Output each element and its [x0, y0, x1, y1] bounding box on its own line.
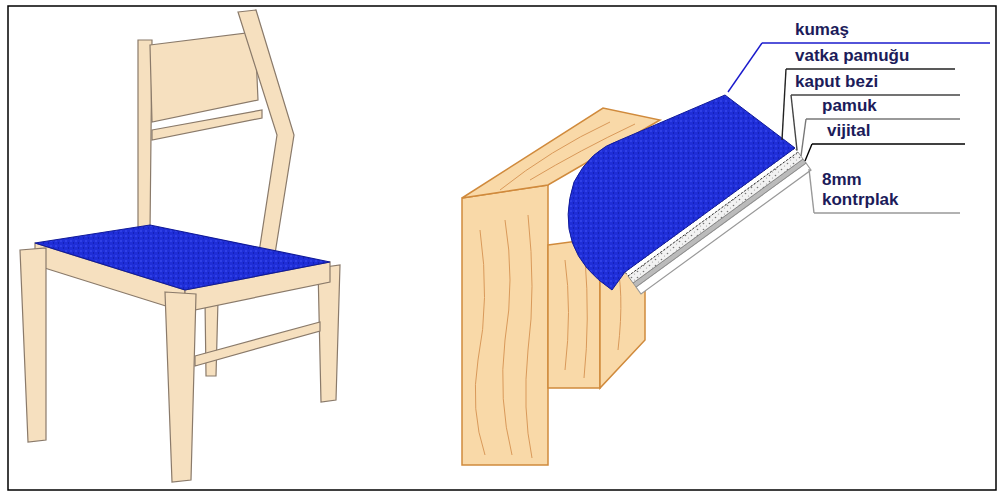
cushion-layers [568, 95, 811, 294]
part-label: kumaş [795, 20, 849, 40]
part-label: kaput bezi [795, 72, 878, 92]
frame-border [8, 6, 996, 490]
leader-lines [728, 43, 990, 213]
part-label: vijital [827, 121, 870, 141]
part-label: pamuk [822, 96, 877, 116]
chair-drawing [20, 10, 340, 482]
part-label: 8mm kontrplak [822, 170, 934, 210]
part-label: vatka pamuğu [795, 46, 909, 66]
